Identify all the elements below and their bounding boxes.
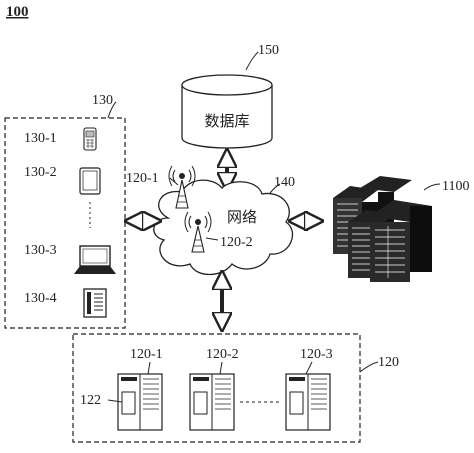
component-leader-line [107,399,123,403]
desktop-device-icon [83,288,107,318]
terminal-group-ref: 130 [92,93,113,108]
antenna-1-label: 120-1 [126,171,159,186]
terminal-3-label: 130-3 [24,243,57,258]
terminal-2-label: 130-2 [24,165,57,180]
node-1-leader-line [147,361,151,375]
antenna-2-leader-line [205,237,219,241]
node-1-label: 120-1 [130,347,163,362]
database-cylinder: 数据库 [181,74,273,149]
server-cluster-leader-line [423,183,441,191]
node-group-leader-line [359,361,379,373]
database-ref: 150 [258,43,279,58]
terminal-group-leader-line [107,101,117,119]
database-label: 数据库 [204,112,249,130]
base-station-antenna-icon [184,211,212,253]
base-station-antenna-icon [168,165,196,209]
terminal-1-label: 130-1 [24,131,57,146]
server-cluster-ref: 1100 [442,179,469,194]
server-rack-icon [333,176,432,282]
network-cloud: 网络 [153,179,294,276]
node-cabinet-icon [285,373,331,431]
antenna-1-leader-line [169,177,179,186]
node-2-leader-line [219,361,223,375]
tablet-icon [79,167,101,195]
node-3-leader-line [305,361,313,375]
network-ref: 140 [274,175,295,190]
network-label: 网络 [227,208,257,226]
mobile-phone-icon [83,127,97,151]
component-ref: 122 [80,393,101,408]
terminal-4-label: 130-4 [24,291,57,306]
database-leader-line [245,51,259,71]
node-group-box [72,333,361,443]
node-3-label: 120-3 [300,347,333,362]
node-2-label: 120-2 [206,347,239,362]
figure-label: 100 [6,4,29,20]
laptop-icon [74,245,116,274]
node-cabinet-icon [189,373,235,431]
antenna-2-label: 120-2 [220,235,253,250]
node-cabinet-icon [117,373,163,431]
network-leader-line [269,183,281,194]
node-group-ref: 120 [378,355,399,370]
terminal-group-box [4,117,126,329]
